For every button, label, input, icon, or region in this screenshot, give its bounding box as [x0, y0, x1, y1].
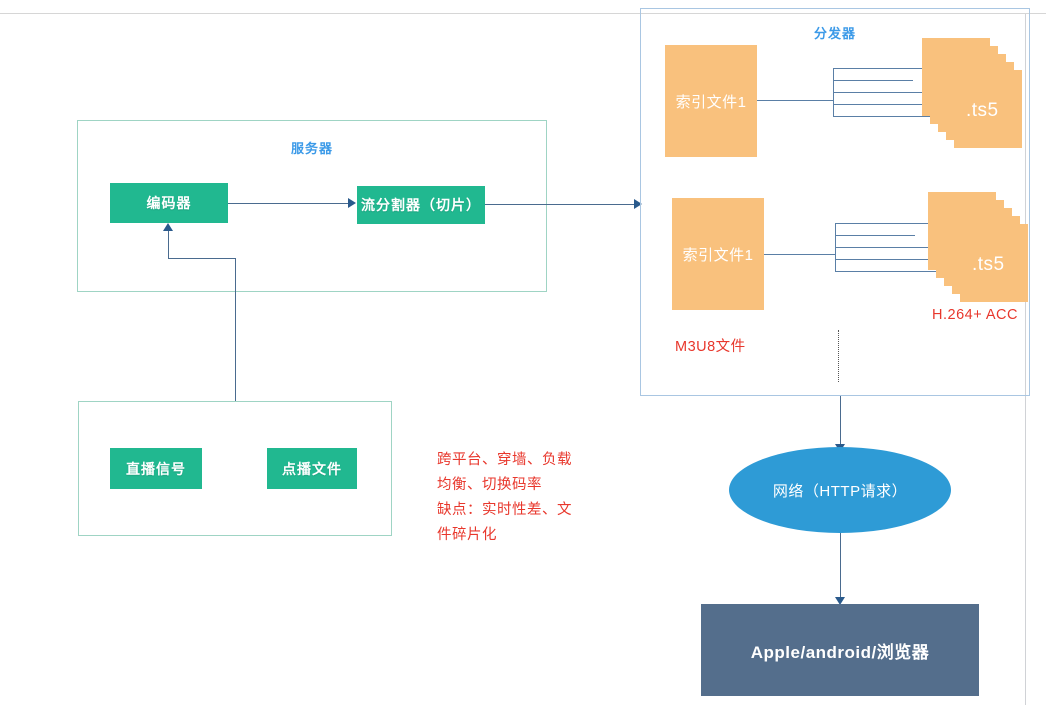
index-1-branch-line-1	[833, 68, 936, 69]
distributor-group-title: 分发器	[813, 26, 856, 41]
ts-file-stack-1: .ts5	[922, 38, 1032, 150]
index-2-branch-line-4	[835, 259, 978, 260]
network-to-clients-arrowhead	[835, 597, 845, 605]
vod-file-node[interactable]: 点播文件	[267, 448, 357, 489]
index-1-branch-line-2	[833, 80, 913, 81]
server-group-frame	[77, 120, 547, 292]
distributor-to-network-line	[840, 396, 841, 445]
network-ellipse[interactable]: 网络（HTTP请求）	[729, 447, 951, 533]
index-1-branch-line-3	[833, 92, 943, 93]
splitter-to-distributor-line	[485, 204, 637, 205]
distributor-group-frame	[640, 8, 1030, 396]
index-1-connector-line	[757, 100, 833, 101]
index-file-node-1[interactable]: 索引文件1	[665, 45, 757, 157]
index-file-node-2[interactable]: 索引文件1	[672, 198, 764, 310]
ts-stack-label-1: .ts5	[966, 100, 999, 121]
annotation-line-2: 均衡、切换码率	[437, 477, 542, 493]
page-top-rule	[0, 13, 1046, 14]
feedback-line-vertical-right	[235, 258, 236, 401]
m3u8-label: M3U8文件	[675, 339, 746, 355]
splitter-to-distributor-arrowhead	[634, 199, 642, 209]
feedback-arrowhead	[163, 223, 173, 231]
vertical-ellipsis	[838, 330, 839, 382]
encoder-to-splitter-arrowhead	[348, 198, 356, 208]
clients-box[interactable]: Apple/android/浏览器	[701, 604, 979, 696]
annotation-block: 跨平台、穿墙、负载 均衡、切换码率 缺点：实时性差、文 件碎片化	[437, 448, 607, 548]
ts-sheet-5	[960, 224, 1028, 302]
index-1-branch-line-4	[833, 104, 976, 105]
source-group-frame	[78, 401, 392, 536]
ts-sheet-5	[954, 70, 1022, 148]
live-signal-node[interactable]: 直播信号	[110, 448, 202, 489]
index-2-branch-line-5	[835, 271, 1013, 272]
ts-stack-label-2: .ts5	[972, 254, 1005, 275]
index-2-branch-line-2	[835, 235, 915, 236]
index-2-branch-line-3	[835, 247, 945, 248]
stream-splitter-node[interactable]: 流分割器（切片）	[357, 186, 485, 224]
index-1-branch-line-5	[833, 116, 1011, 117]
feedback-line-vertical-left	[168, 230, 169, 259]
annotation-line-4: 件碎片化	[437, 527, 497, 543]
feedback-line-horizontal	[168, 258, 236, 259]
ts-file-stack-2: .ts5	[928, 192, 1038, 304]
index-2-connector-line	[764, 254, 835, 255]
codec-label: H.264+ ACC	[932, 307, 1019, 323]
encoder-to-splitter-line	[228, 203, 349, 204]
server-group-title: 服务器	[290, 141, 333, 156]
network-to-clients-line	[840, 533, 841, 598]
index-2-branch-line-1	[835, 223, 938, 224]
annotation-line-1: 跨平台、穿墙、负载	[437, 452, 572, 468]
page-right-rule	[1025, 14, 1026, 705]
annotation-line-3: 缺点：实时性差、文	[437, 502, 572, 518]
encoder-node[interactable]: 编码器	[110, 183, 228, 223]
